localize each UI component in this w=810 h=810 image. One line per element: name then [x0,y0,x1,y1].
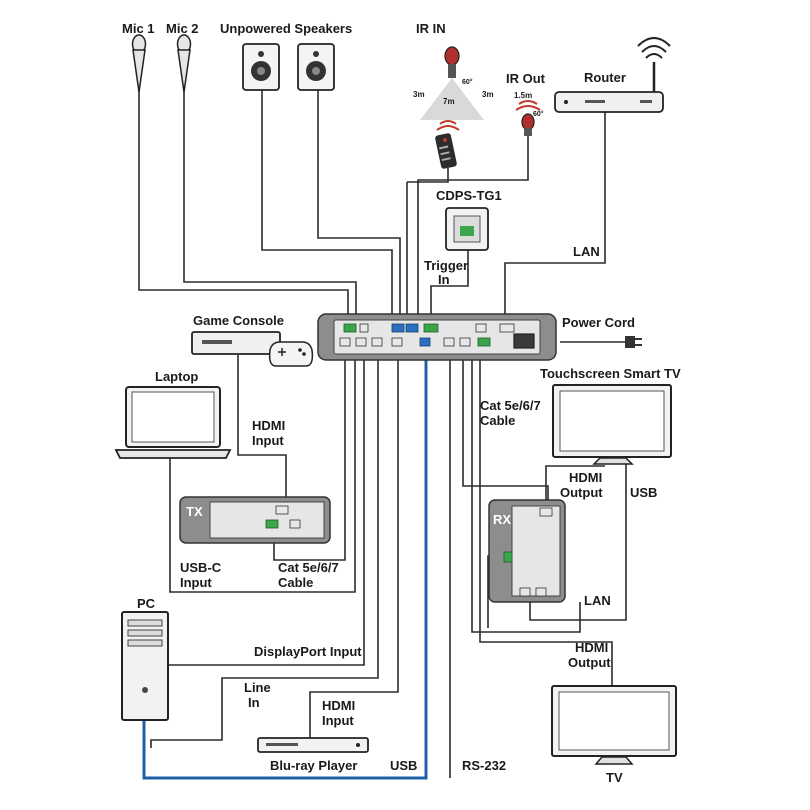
label-cat-rx-2: Cable [480,413,515,428]
label-hdmi-input-1: HDMI [252,418,285,433]
label-hdmi-br-1: HDMI [322,698,355,713]
speaker-icon [297,43,335,91]
router-device [554,37,671,113]
label-hdmi-tv-2: Output [568,655,611,670]
label-lan-rx: LAN [584,593,611,608]
gamepad-icon [268,341,314,367]
bluray-player [257,737,369,753]
label-pc: PC [137,596,156,611]
label-ir-in: IR IN [416,21,446,36]
speaker-icon [242,43,280,91]
label-mic1: Mic 1 [122,21,155,36]
label-touch-tv: Touchscreen Smart TV [540,366,681,381]
label-laptop: Laptop [155,369,198,384]
ir-emitter-icon [521,113,535,136]
mic-2 [176,34,192,93]
label-rs232: RS-232 [462,758,506,773]
rx-device [488,499,566,603]
labels: Mic 1 Mic 2 Unpowered Speakers IR IN IR … [122,21,681,785]
label-trigger-2: In [438,272,450,287]
remote-control-icon [435,133,457,169]
label-bluray: Blu-ray Player [270,758,357,773]
label-mic2: Mic 2 [166,21,199,36]
ir-in-group [420,46,484,169]
speaker-right [297,43,335,91]
label-hdmi-input-2: Input [252,433,284,448]
label-tx: TX [186,504,203,519]
laptop [114,386,232,459]
mic-1 [131,34,147,93]
label-cat-rx-1: Cat 5e/6/7 [480,398,541,413]
ir-waves-icon [436,120,460,131]
tx-device [179,496,331,544]
label-hdmi-out-2: Output [560,485,603,500]
label-ir-dist-center: 7m [443,97,455,106]
label-displayport: DisplayPort Input [254,644,362,659]
router-icon [554,91,664,113]
wifi-icon [637,37,671,92]
label-line-in-2: In [248,695,260,710]
ir-waves-icon [515,100,541,111]
label-ir-out-angle: 60° [533,110,544,118]
label-hdmi-tv-1: HDMI [575,640,608,655]
speaker-left [242,43,280,91]
label-usb-bottom: USB [390,758,417,773]
label-hdmi-out-1: HDMI [569,470,602,485]
game-console [191,331,314,367]
main-hub [317,313,557,361]
label-cat-tx-1: Cat 5e/6/7 [278,560,339,575]
label-usbc-2: Input [180,575,212,590]
microphone-icon [176,34,192,93]
tv [551,685,677,765]
pc-tower [121,611,169,721]
label-ir-dist-right: 3m [482,90,494,99]
touchscreen-tv [552,384,672,465]
label-ir-out-dist: 1.5m [514,91,532,100]
label-ir-angle: 60° [462,78,473,86]
label-power-cord: Power Cord [562,315,635,330]
label-game-console: Game Console [193,313,284,328]
label-trigger-1: Trigger [424,258,468,273]
label-ir-dist-left: 3m [413,90,425,99]
microphone-icon [131,34,147,93]
ir-out-group [515,100,541,136]
label-ir-out: IR Out [506,71,546,86]
power-plug-icon [625,336,642,348]
cables [138,60,627,780]
ir-sensor-icon [444,46,460,78]
label-line-in-1: Line [244,680,271,695]
label-cat-tx-2: Cable [278,575,313,590]
cdps-tg1-device [445,207,489,251]
label-cdps: CDPS-TG1 [436,188,502,203]
label-tv: TV [606,770,623,785]
label-rx: RX [493,512,511,527]
label-lan-top: LAN [573,244,600,259]
label-usb-right: USB [630,485,657,500]
label-hdmi-br-2: Input [322,713,354,728]
label-router: Router [584,70,626,85]
label-usbc-1: USB-C [180,560,222,575]
label-speakers: Unpowered Speakers [220,21,352,36]
